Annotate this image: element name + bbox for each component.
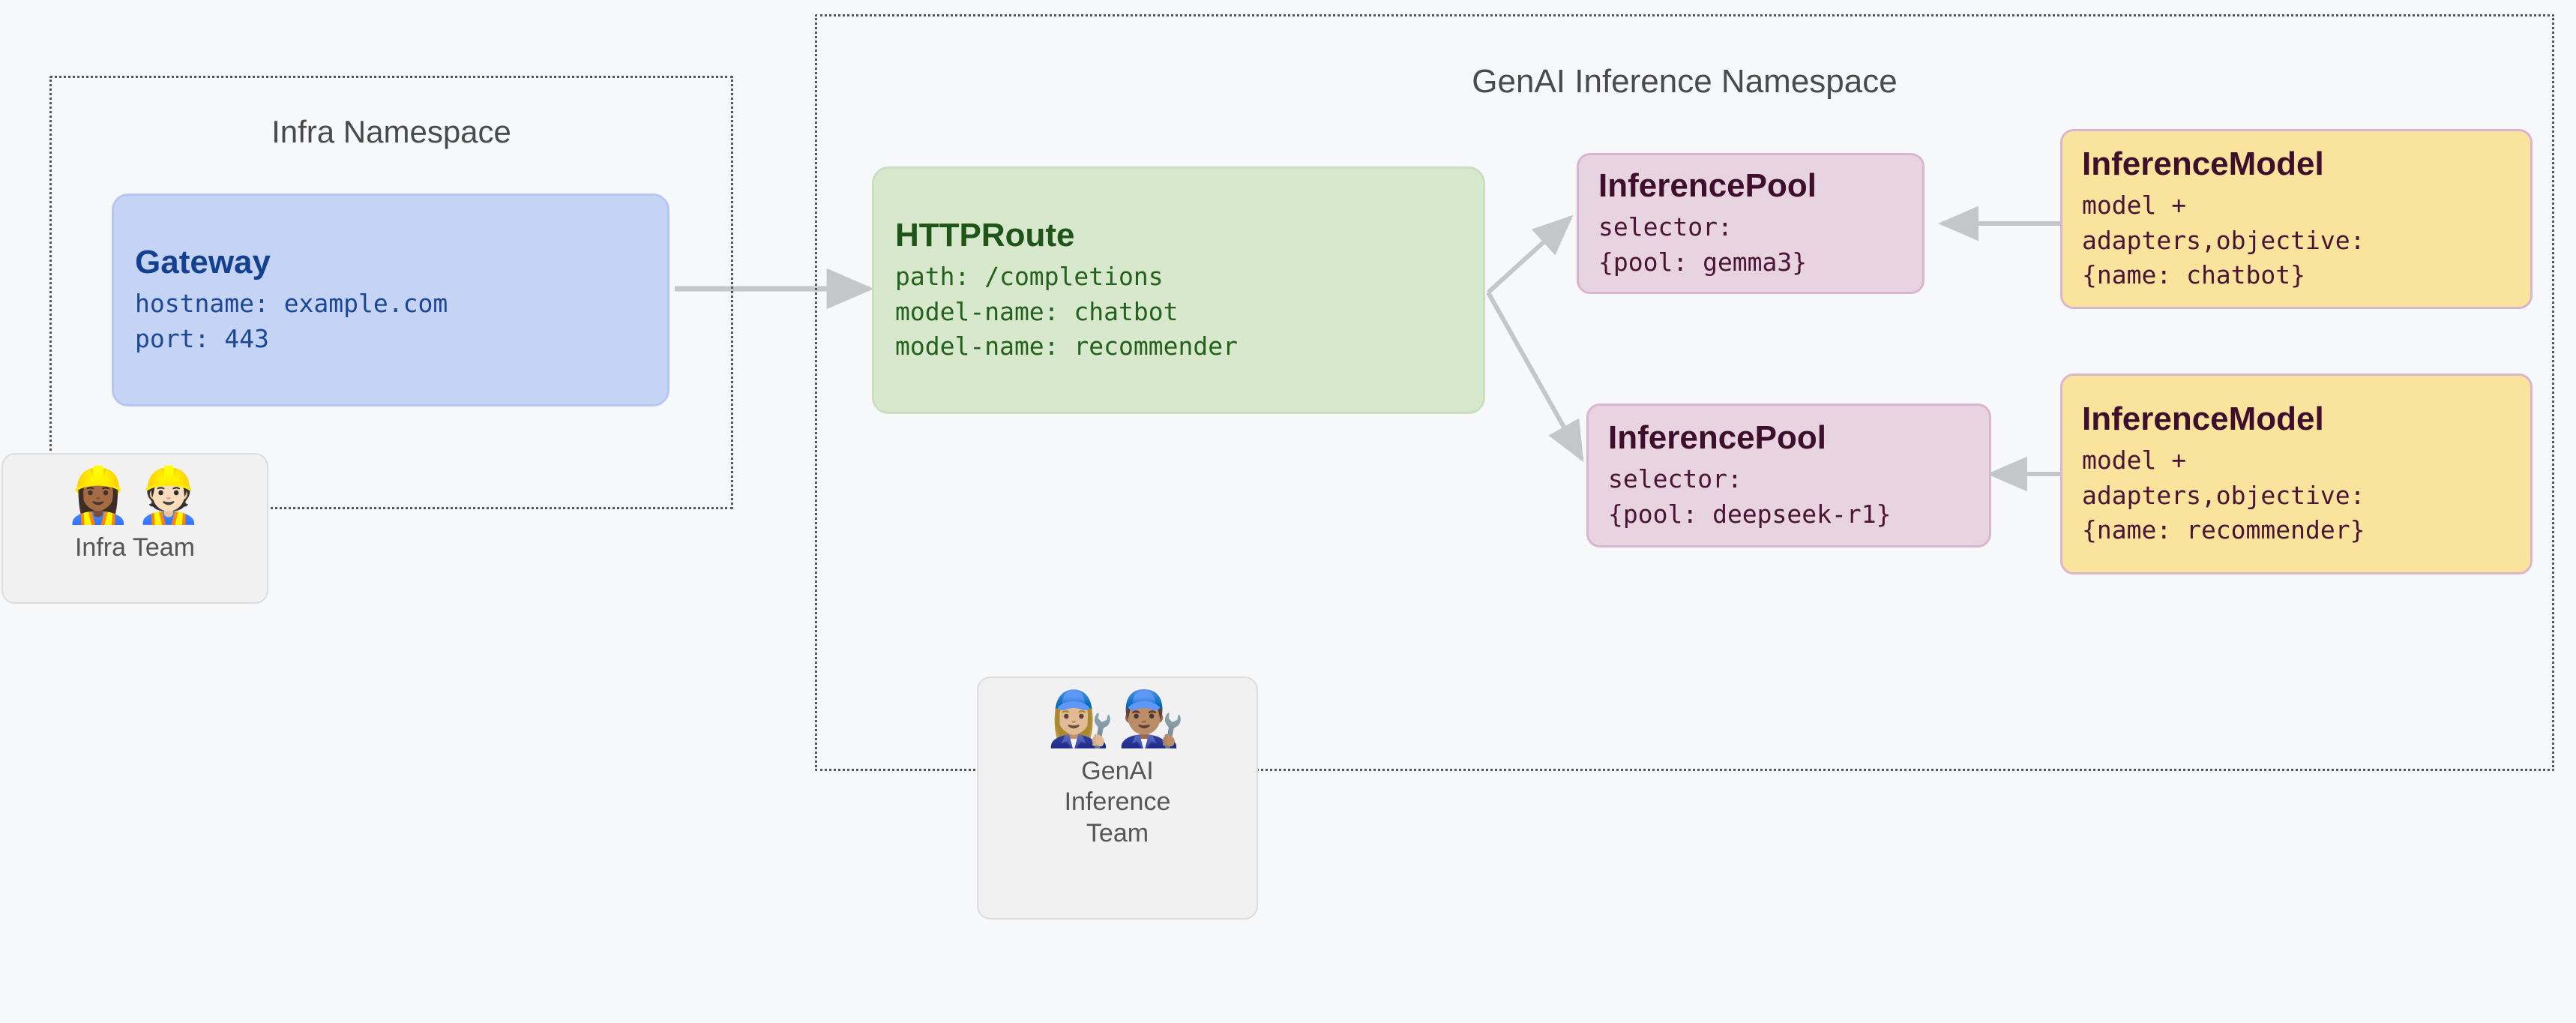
node-httproute-body: path: /completions model-name: chatbot m… — [895, 261, 1238, 362]
node-inferencemodel-recommender-title: InferenceModel — [2082, 400, 2324, 437]
namespace-genai-title: GenAI Inference Namespace — [1472, 63, 1898, 100]
genai-team-avatars: 👩🏼‍🔧👨🏽‍🔧 — [1047, 687, 1188, 750]
node-inferencepool-gemma3-body: selector: {pool: gemma3} — [1598, 212, 1808, 277]
genai-team-label: GenAI Inference Team — [1064, 757, 1171, 848]
node-inferencemodel-recommender-body: model + adapters,objective: {name: recom… — [2082, 445, 2365, 545]
team-card-genai[interactable]: 👩🏼‍🔧👨🏽‍🔧 GenAI Inference Team — [977, 676, 1258, 920]
node-inferencemodel-chatbot-title: InferenceModel — [2082, 145, 2324, 182]
node-inferencemodel-chatbot[interactable]: InferenceModel model + adapters,objectiv… — [2060, 129, 2533, 309]
node-httproute[interactable]: HTTPRoute path: /completions model-name:… — [872, 166, 1485, 414]
node-httproute-title: HTTPRoute — [895, 216, 1075, 254]
node-inferencepool-deepseek-r1-title: InferencePool — [1608, 419, 1826, 457]
node-inferencepool-gemma3-title: InferencePool — [1598, 167, 1817, 205]
node-inferencemodel-recommender[interactable]: InferenceModel model + adapters,objectiv… — [2060, 374, 2533, 574]
node-gateway-body: hostname: example.com port: 443 — [135, 289, 448, 353]
node-gateway-title: Gateway — [135, 244, 271, 281]
namespace-infra: Infra Namespace — [49, 76, 733, 509]
node-inferencemodel-chatbot-body: model + adapters,objective: {name: chatb… — [2082, 190, 2365, 290]
namespace-infra-title: Infra Namespace — [271, 114, 511, 149]
node-inferencepool-deepseek-r1-body: selector: {pool: deepseek-r1} — [1608, 464, 1892, 529]
node-inferencepool-gemma3[interactable]: InferencePool selector: {pool: gemma3} — [1577, 153, 1925, 294]
node-inferencepool-deepseek-r1[interactable]: InferencePool selector: {pool: deepseek-… — [1586, 404, 1991, 548]
namespace-genai: GenAI Inference Namespace — [815, 14, 2554, 771]
node-gateway[interactable]: Gateway hostname: example.com port: 443 — [112, 194, 669, 406]
team-card-infra[interactable]: 👷🏾‍♀️👷🏻 Infra Team — [1, 453, 268, 604]
infra-team-label: Infra Team — [74, 533, 195, 562]
infra-team-avatars: 👷🏾‍♀️👷🏻 — [64, 464, 205, 526]
